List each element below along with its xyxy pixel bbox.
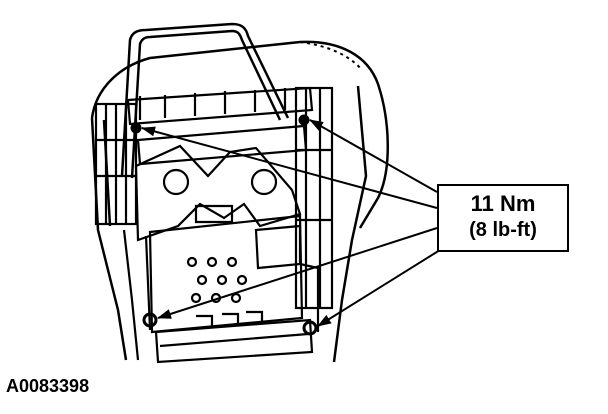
headrest-guide-bar xyxy=(120,22,290,179)
torque-imperial: (8 lb-ft) xyxy=(469,219,537,241)
fastener-upper-right xyxy=(298,114,310,126)
arrow-upper-right xyxy=(309,119,438,193)
arrow-lower-right xyxy=(317,249,441,327)
fastener-points xyxy=(130,114,318,336)
figure-id: A0083398 xyxy=(6,376,90,396)
arrow-lower-left xyxy=(157,227,438,319)
seat-back-outline xyxy=(90,40,389,363)
fastener-lower-left xyxy=(142,312,158,328)
torque-spec-callout: 11 Nm (8 lb-ft) xyxy=(437,184,569,252)
fastener-lower-right xyxy=(302,320,318,336)
callout-arrows xyxy=(141,119,441,327)
torque-metric: 11 Nm xyxy=(470,191,536,216)
seat-back-frame xyxy=(94,86,334,364)
arrow-upper-left xyxy=(141,126,438,209)
fastener-upper-left xyxy=(130,122,142,134)
